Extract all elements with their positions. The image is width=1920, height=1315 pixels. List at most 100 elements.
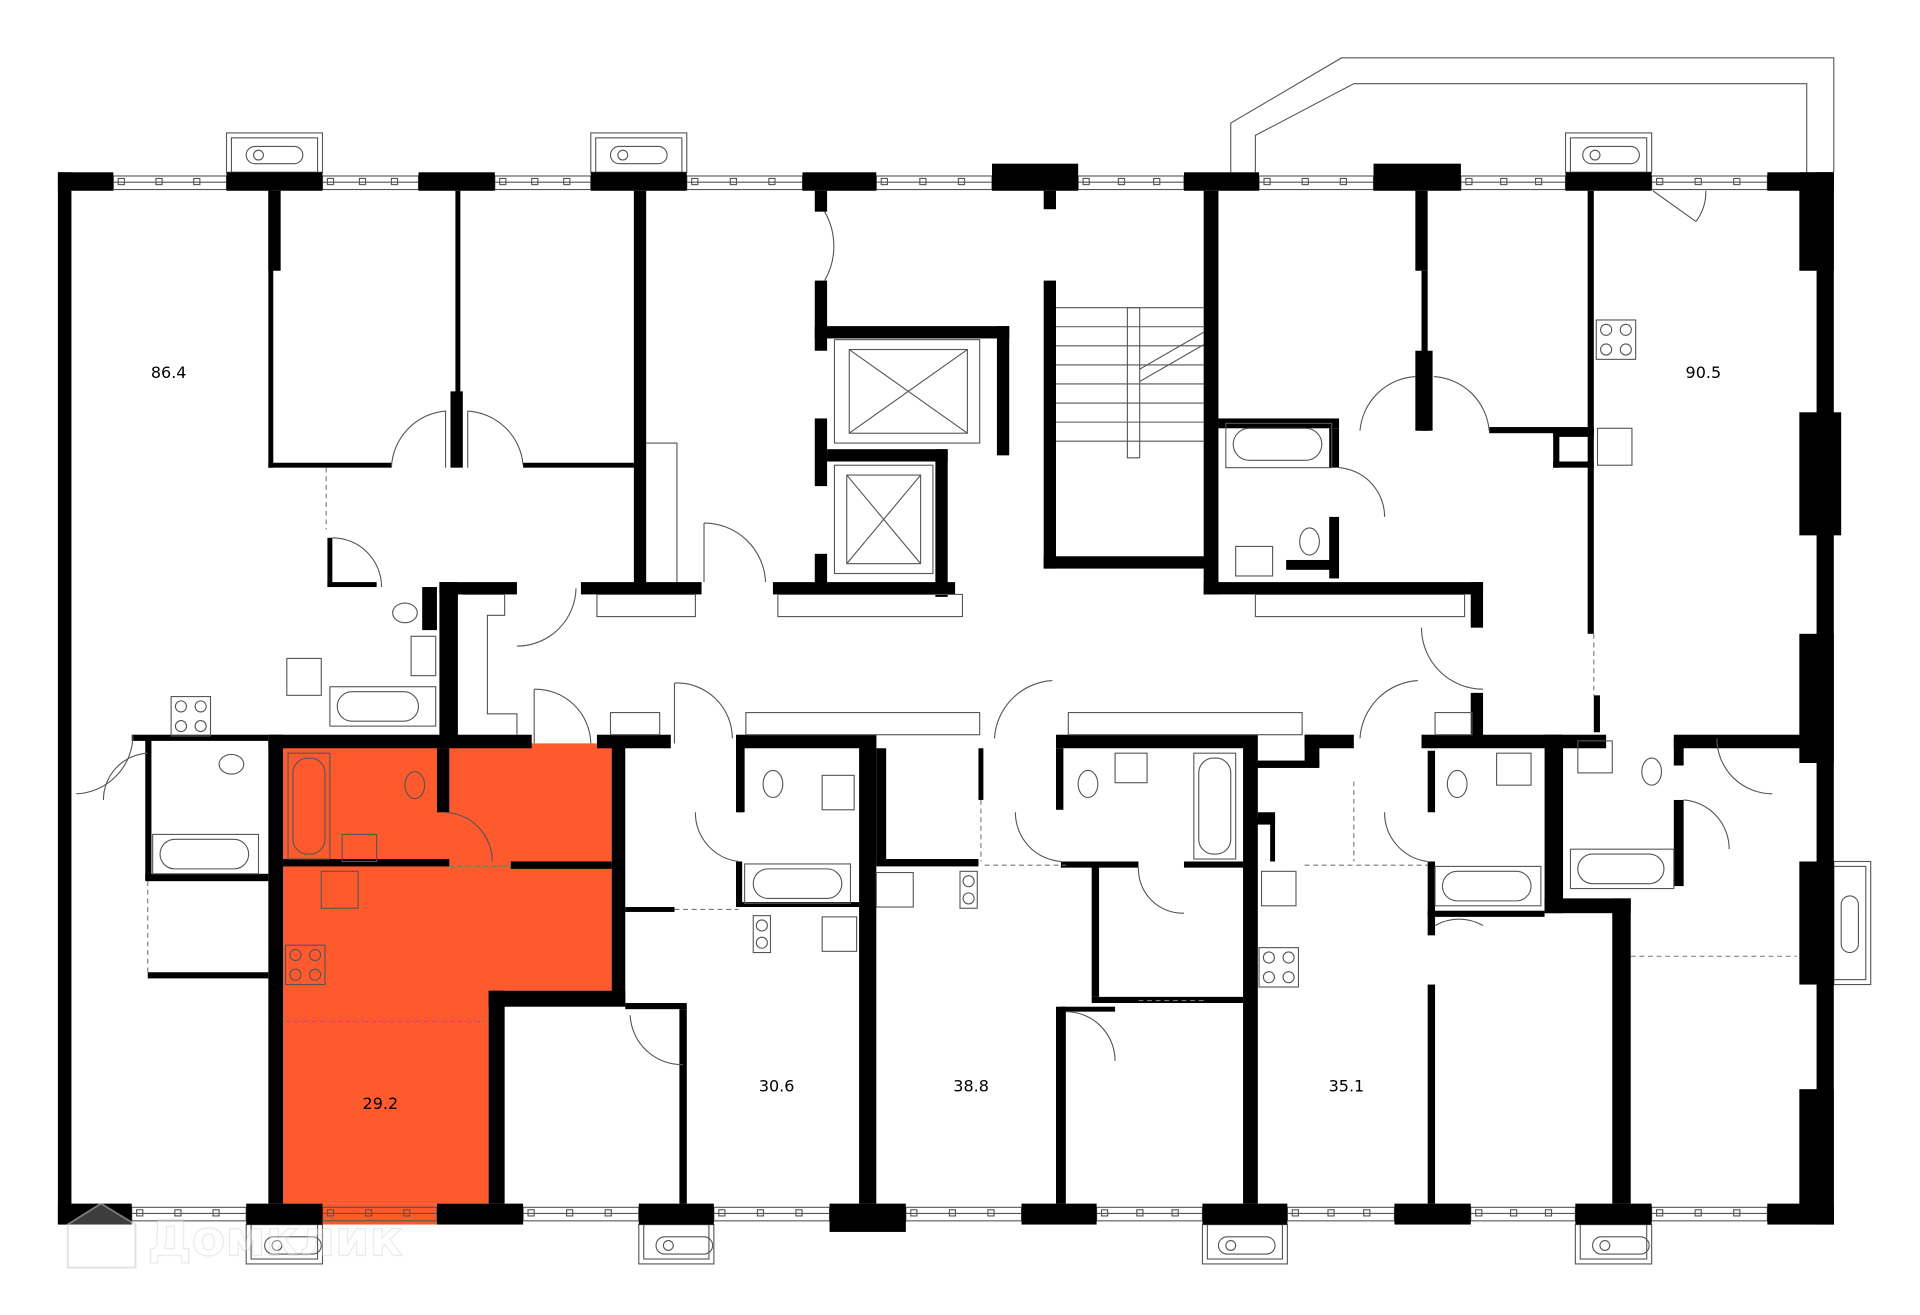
selected-apartment-29-2[interactable]	[283, 743, 612, 1225]
wall	[679, 1009, 687, 1204]
wall	[814, 326, 1010, 339]
wall	[1091, 996, 1244, 1004]
wall	[1427, 984, 1436, 1204]
door-icon	[1433, 376, 1490, 431]
wall	[1415, 190, 1428, 271]
sink-icon	[245, 145, 304, 165]
wall	[1021, 1203, 1097, 1225]
wall	[57, 172, 72, 1225]
wall	[1673, 738, 1684, 766]
wall	[226, 172, 323, 191]
window	[875, 175, 993, 191]
sink-icon	[264, 1236, 322, 1255]
door-icon	[1652, 190, 1697, 222]
wall	[1055, 748, 1064, 810]
wall	[814, 418, 828, 487]
area-label-35-1: 35.1	[1329, 1077, 1365, 1096]
wall	[1203, 190, 1219, 595]
wall	[418, 172, 495, 191]
wall	[1544, 734, 1564, 914]
wall	[1427, 750, 1436, 813]
door-icon	[533, 688, 592, 744]
wall	[1489, 427, 1594, 434]
door-icon	[824, 211, 835, 281]
stove-icon	[959, 870, 978, 909]
sink-icon	[655, 1236, 714, 1255]
wall	[1329, 516, 1340, 579]
wall	[1255, 760, 1320, 768]
window	[1096, 1206, 1204, 1222]
wall	[1055, 734, 1256, 749]
door-icon	[516, 588, 577, 647]
wall	[1286, 559, 1336, 570]
door-icon	[703, 522, 767, 583]
window	[686, 175, 804, 191]
door-icon	[467, 410, 524, 468]
wall	[814, 280, 828, 351]
watermark-logo: Домклик	[66, 1202, 404, 1269]
fixtures	[76, 190, 1797, 1066]
door-icon	[443, 811, 493, 862]
sink-icon	[1592, 1236, 1650, 1255]
wall	[991, 163, 1079, 191]
wall	[1553, 461, 1594, 468]
wall	[1394, 1203, 1471, 1225]
window	[1286, 1206, 1395, 1222]
wall	[736, 861, 743, 908]
window	[522, 1206, 640, 1222]
door-icon	[1137, 867, 1185, 914]
door-icon	[390, 410, 447, 468]
window	[713, 1206, 831, 1222]
wall	[436, 748, 450, 813]
wall	[1799, 1089, 1834, 1225]
door-icon	[102, 752, 148, 800]
area-label-90-5: 90.5	[1686, 363, 1722, 382]
wall	[1427, 861, 1436, 936]
door-icon	[993, 680, 1053, 739]
balconies	[225, 57, 1872, 1265]
wall	[327, 582, 377, 588]
window	[905, 1206, 1023, 1222]
door-icon	[1359, 680, 1418, 739]
wall	[590, 172, 687, 191]
wall	[488, 990, 505, 1204]
wall	[268, 734, 284, 1204]
area-label-30-6: 30.6	[759, 1077, 795, 1096]
wall	[1799, 412, 1842, 536]
wall	[455, 190, 461, 394]
wall	[131, 734, 269, 741]
wall	[268, 734, 532, 749]
wall	[268, 190, 274, 468]
wall	[625, 907, 675, 912]
door-icon	[673, 682, 733, 744]
wall	[935, 449, 948, 597]
wall	[1091, 861, 1100, 997]
sink-icon	[609, 145, 668, 165]
door-icon	[1420, 627, 1484, 690]
wall	[772, 582, 956, 595]
window	[1651, 175, 1768, 191]
wall	[1553, 430, 1594, 437]
window	[1077, 175, 1185, 191]
wall	[1673, 799, 1684, 887]
window	[1651, 1206, 1768, 1222]
wall	[510, 861, 612, 869]
window	[494, 175, 592, 191]
wall	[436, 1203, 524, 1225]
wall	[57, 172, 114, 191]
wall	[488, 990, 626, 1007]
room-labels: 86.4 90.5 29.2 30.6 38.8 35.1	[151, 363, 1721, 1113]
wall	[1470, 582, 1484, 628]
wall	[1183, 172, 1260, 191]
wall	[422, 587, 437, 631]
wall	[978, 748, 984, 800]
wall	[1544, 898, 1631, 914]
wall	[1373, 163, 1461, 191]
wall	[580, 582, 702, 595]
wall	[1427, 910, 1545, 917]
wall	[1043, 556, 1213, 569]
door-icon	[694, 812, 739, 863]
wall	[1304, 734, 1320, 766]
wall	[439, 582, 458, 736]
wall	[1243, 734, 1258, 1204]
